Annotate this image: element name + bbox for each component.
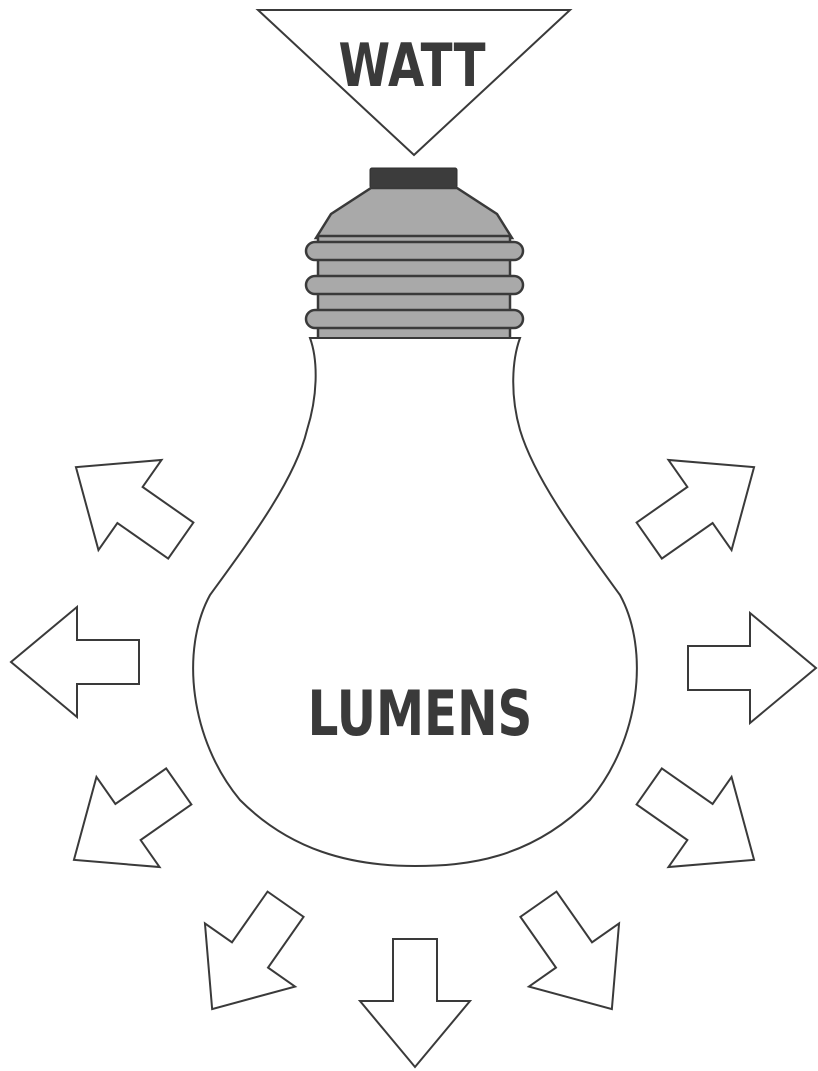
watt-label: WATT bbox=[338, 30, 485, 100]
thread-ring bbox=[304, 274, 525, 296]
arrow-outline-icon bbox=[74, 458, 195, 560]
thread-ring bbox=[304, 308, 525, 330]
bulb-screw-threads bbox=[304, 240, 525, 330]
arrow-outline-icon bbox=[687, 610, 818, 726]
arrow-outline-icon bbox=[72, 767, 193, 869]
thread-ring bbox=[304, 240, 525, 262]
lumens-label: LUMENS bbox=[308, 678, 533, 750]
arrow-outline-icon bbox=[519, 890, 621, 1011]
watt-input: WATT bbox=[255, 9, 573, 157]
arrow-outline-icon bbox=[635, 458, 756, 560]
arrow-outline-icon bbox=[203, 890, 305, 1011]
bulb-glass bbox=[192, 337, 638, 868]
arrow-outline-icon bbox=[357, 938, 473, 1069]
bulb-base-cone bbox=[313, 186, 515, 240]
light-bulb: LUMENS bbox=[192, 167, 638, 868]
arrow-outline-icon bbox=[635, 767, 756, 869]
emission-arrows bbox=[9, 458, 818, 1069]
triangle-down-icon bbox=[255, 9, 573, 157]
arrow-outline-icon bbox=[9, 604, 140, 720]
bulb-contact-cap bbox=[369, 167, 458, 189]
